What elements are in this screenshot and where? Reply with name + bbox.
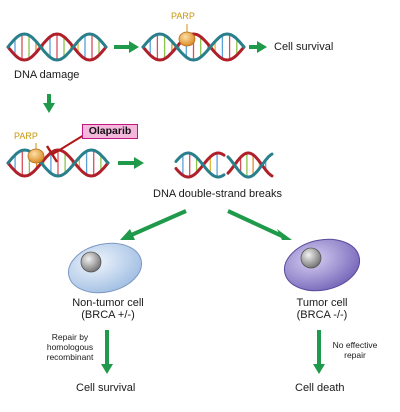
olaparib-label: Olaparib bbox=[82, 124, 138, 139]
dna-helix-icon bbox=[6, 32, 108, 62]
parp-label: PARP bbox=[14, 131, 38, 141]
dna-strand bbox=[6, 32, 108, 62]
parp-label: PARP bbox=[171, 11, 195, 21]
dna-strand bbox=[141, 32, 246, 62]
tumor-cell-label: Tumor cell (BRCA -/-) bbox=[296, 297, 348, 321]
nucleus-icon bbox=[300, 247, 322, 269]
arrow-icon bbox=[101, 330, 113, 374]
dna-helix-icon bbox=[6, 148, 110, 178]
dna-double-strand-breaks-label: DNA double-strand breaks bbox=[153, 188, 283, 200]
cell-death-label: Cell death bbox=[295, 382, 345, 394]
arrow-icon bbox=[118, 157, 144, 169]
dna-damage-label: DNA damage bbox=[14, 69, 80, 81]
tumor-cell-icon bbox=[283, 238, 361, 292]
dna-strand bbox=[226, 152, 274, 179]
cell-survival-label: Cell survival bbox=[76, 382, 136, 394]
dna-strand bbox=[6, 32, 108, 62]
arrow-icon bbox=[43, 94, 55, 113]
parp-enzyme-icon bbox=[27, 143, 45, 164]
dna-fragment-icon bbox=[226, 151, 274, 179]
parp-enzyme-icon bbox=[178, 24, 196, 47]
no-repair-note: No effective repair bbox=[332, 340, 378, 360]
arrow-icon bbox=[227, 209, 292, 240]
dna-strand bbox=[141, 32, 246, 62]
arrow-icon bbox=[114, 41, 139, 53]
repair-note: Repair by homologous recombinant bbox=[46, 332, 94, 362]
non-tumor-cell-label: Non-tumor cell (BRCA +/-) bbox=[72, 297, 144, 321]
cell-survival-label: Cell survival bbox=[274, 41, 334, 53]
dna-helix-icon bbox=[141, 32, 246, 62]
arrow-icon bbox=[249, 41, 267, 53]
non-tumor-cell-icon bbox=[67, 242, 143, 294]
dna-fragment-icon bbox=[174, 151, 226, 179]
inhibition-bar-icon bbox=[45, 134, 85, 163]
arrow-icon bbox=[313, 330, 325, 374]
nucleus-icon bbox=[80, 251, 102, 273]
arrow-icon bbox=[120, 209, 187, 240]
dna-strand bbox=[174, 151, 226, 179]
dna-strand bbox=[6, 148, 110, 178]
dna-strand bbox=[174, 151, 226, 179]
